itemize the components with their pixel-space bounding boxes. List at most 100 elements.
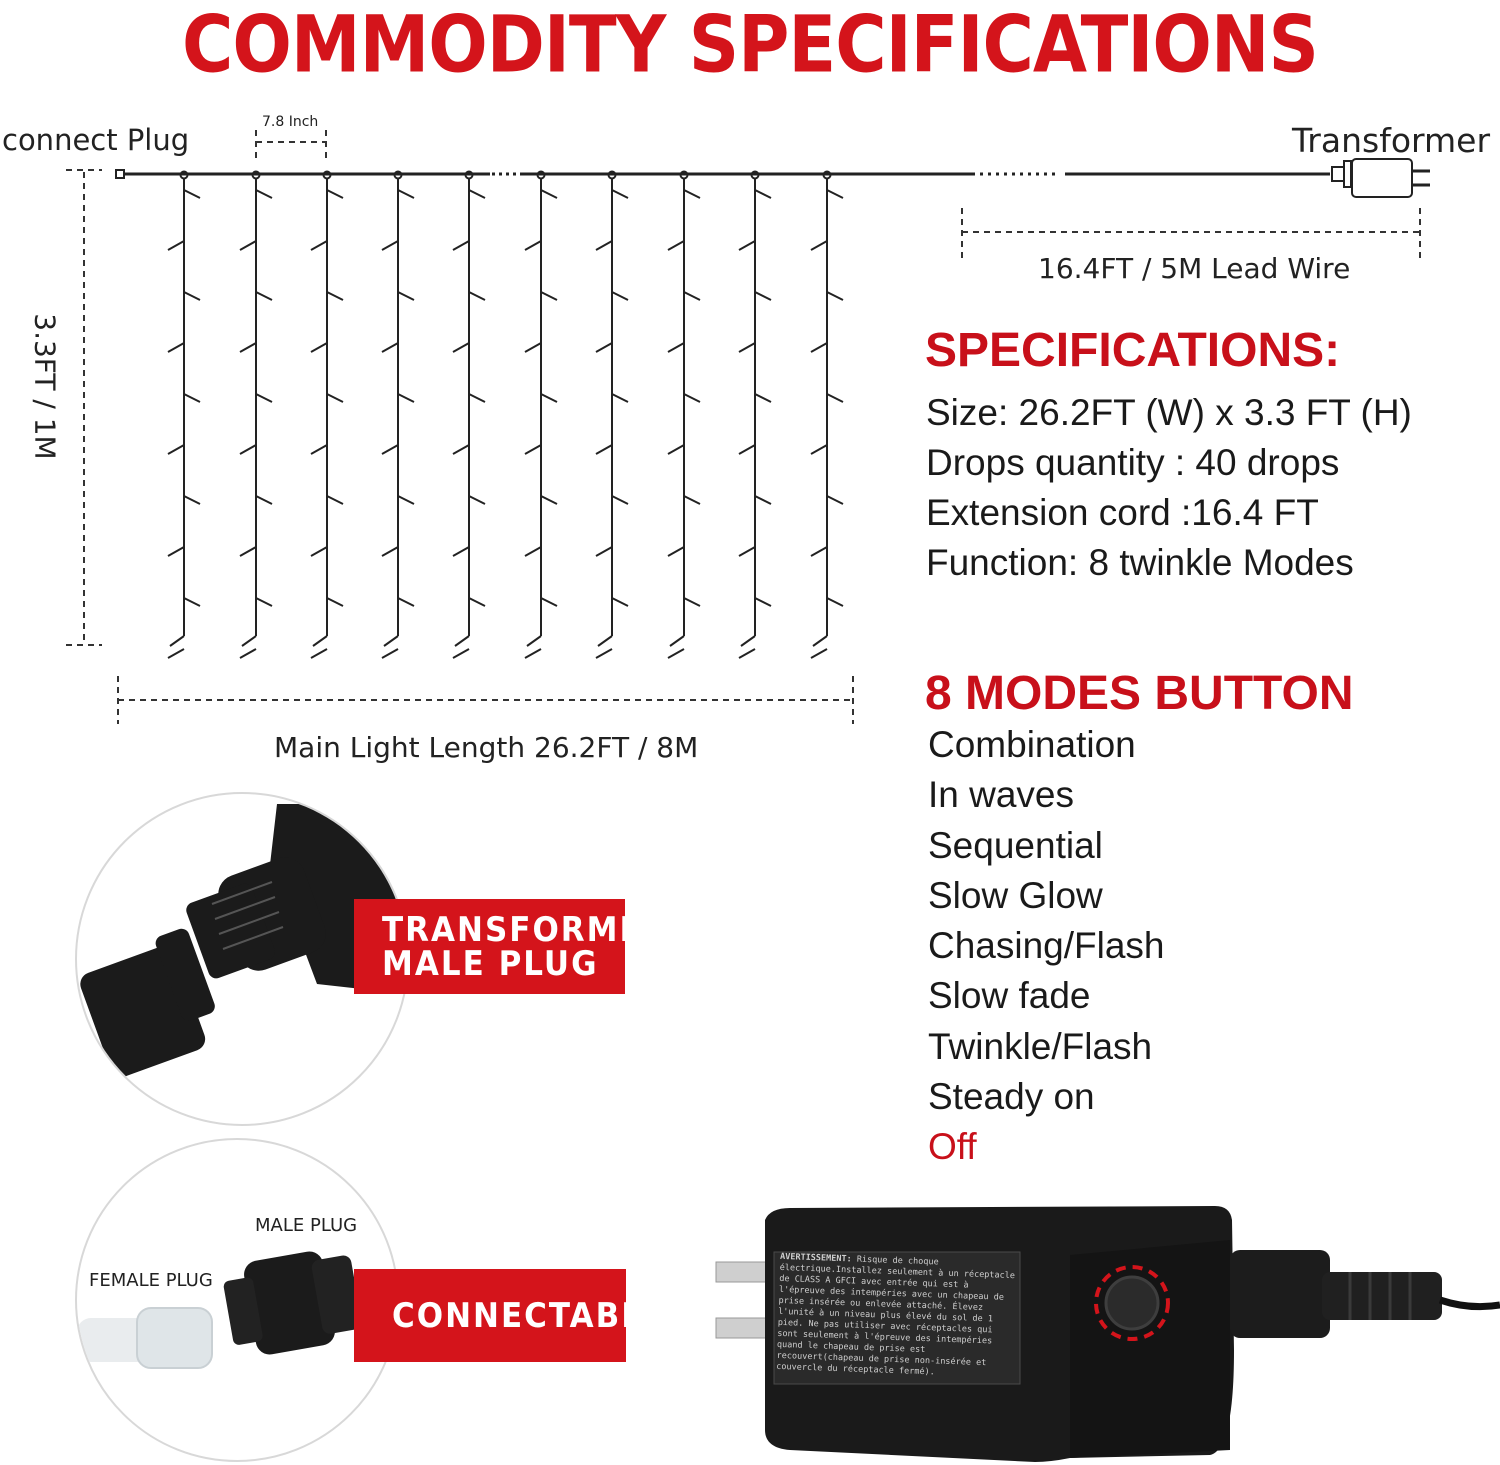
bulb-mark bbox=[683, 393, 701, 403]
bulb-mark bbox=[239, 240, 257, 251]
connectable-photo bbox=[75, 1138, 399, 1462]
bulb-mark bbox=[381, 342, 399, 353]
drop-end bbox=[454, 635, 470, 647]
bulb-mark bbox=[826, 291, 844, 301]
bulb-mark bbox=[397, 495, 415, 505]
mode-item-off: Off bbox=[928, 1126, 977, 1168]
bulb-mark bbox=[540, 495, 558, 505]
mode-item: Steady on bbox=[928, 1076, 1095, 1118]
drop-end bbox=[526, 635, 542, 647]
bulb-mark bbox=[540, 393, 558, 403]
bulb-mark bbox=[167, 546, 185, 557]
drop-end bbox=[812, 635, 828, 647]
bulb-mark bbox=[452, 648, 470, 659]
bulb-mark bbox=[381, 240, 399, 251]
bulb-mark bbox=[183, 495, 201, 505]
bulb-mark bbox=[524, 342, 542, 353]
mode-item: Chasing/Flash bbox=[928, 925, 1165, 967]
bulb-mark bbox=[397, 393, 415, 403]
modes-list: Combination In waves Sequential Slow Glo… bbox=[928, 720, 1165, 1173]
drop-end bbox=[669, 635, 685, 647]
bulb-mark bbox=[397, 189, 415, 199]
bulb-mark bbox=[810, 342, 828, 353]
bulb-mark bbox=[255, 189, 273, 199]
adapter-warning-body: Risque de choque électrique.Installez se… bbox=[776, 1254, 1016, 1378]
badge-line-1: TRANSFORMER bbox=[382, 909, 669, 950]
bulb-mark bbox=[468, 291, 486, 301]
bulb-mark bbox=[239, 444, 257, 455]
mode-item: Combination bbox=[928, 724, 1136, 765]
bulb-mark bbox=[540, 189, 558, 199]
bulb-mark bbox=[524, 444, 542, 455]
bulb-mark bbox=[167, 342, 185, 353]
bulb-mark bbox=[683, 495, 701, 505]
bulb-mark bbox=[683, 291, 701, 301]
bulb-mark bbox=[611, 597, 629, 607]
bulb-mark bbox=[738, 444, 756, 455]
bulb-mark bbox=[183, 189, 201, 199]
bulb-mark bbox=[683, 597, 701, 607]
bulb-mark bbox=[738, 546, 756, 557]
bulb-mark bbox=[754, 597, 772, 607]
spec-drops: Drops quantity : 40 drops bbox=[926, 442, 1340, 483]
bulb-mark bbox=[255, 291, 273, 301]
bulb-mark bbox=[397, 597, 415, 607]
bulb-mark bbox=[595, 444, 613, 455]
bulb-mark bbox=[452, 240, 470, 251]
power-adapter bbox=[715, 1206, 1500, 1462]
modes-heading: 8 MODES BUTTON bbox=[925, 667, 1354, 720]
bulb-mark bbox=[524, 546, 542, 557]
bulb-mark bbox=[667, 342, 685, 353]
bulb-mark bbox=[326, 597, 344, 607]
male-plug-label: MALE PLUG bbox=[255, 1215, 358, 1236]
bulb-mark bbox=[310, 240, 328, 251]
bulb-mark bbox=[826, 495, 844, 505]
bulb-mark bbox=[810, 444, 828, 455]
mode-item: Twinkle/Flash bbox=[928, 1025, 1153, 1067]
specifications-heading: SPECIFICATIONS: bbox=[925, 324, 1341, 377]
bulb-mark bbox=[310, 546, 328, 557]
bulb-mark bbox=[810, 546, 828, 557]
bulb-mark bbox=[239, 648, 257, 659]
bulb-mark bbox=[754, 495, 772, 505]
drop-end bbox=[383, 635, 399, 647]
bulb-mark bbox=[524, 240, 542, 251]
bulb-mark bbox=[611, 291, 629, 301]
adapter-warning-label: AVERTISSEMENT: Risque de choque électriq… bbox=[776, 1252, 1016, 1384]
bulb-mark bbox=[183, 393, 201, 403]
bulb-mark bbox=[667, 546, 685, 557]
connectable-text: CONNECTABLE bbox=[392, 1295, 667, 1336]
bulb-mark bbox=[611, 495, 629, 505]
bulb-mark bbox=[524, 648, 542, 659]
bulb-mark bbox=[595, 240, 613, 251]
bulb-mark bbox=[611, 189, 629, 199]
bulb-mark bbox=[468, 189, 486, 199]
bulb-mark bbox=[468, 393, 486, 403]
bulb-mark bbox=[381, 648, 399, 659]
bulb-mark bbox=[397, 291, 415, 301]
specifications-list: Size: 26.2FT (W) x 3.3 FT (H) Drops quan… bbox=[926, 388, 1412, 588]
badge-line-2: MALE PLUG bbox=[382, 943, 599, 984]
bulb-mark bbox=[310, 444, 328, 455]
mode-item: Slow Glow bbox=[928, 874, 1103, 916]
bulb-mark bbox=[255, 597, 273, 607]
bulb-mark bbox=[738, 648, 756, 659]
bulb-mark bbox=[667, 240, 685, 251]
bulb-mark bbox=[452, 342, 470, 353]
bulb-mark bbox=[738, 342, 756, 353]
bulb-mark bbox=[595, 546, 613, 557]
bulb-mark bbox=[310, 342, 328, 353]
connectable-badge: CONNECTABLE bbox=[354, 1269, 667, 1362]
bulb-mark bbox=[326, 291, 344, 301]
drop-end bbox=[597, 635, 613, 647]
drop-end bbox=[241, 635, 257, 647]
bulb-mark bbox=[595, 342, 613, 353]
bulb-mark bbox=[452, 444, 470, 455]
bulb-mark bbox=[468, 597, 486, 607]
mode-item: In waves bbox=[928, 774, 1075, 816]
bulb-mark bbox=[540, 597, 558, 607]
bulb-mark bbox=[738, 240, 756, 251]
mode-item: Slow fade bbox=[928, 975, 1091, 1017]
bulb-mark bbox=[667, 444, 685, 455]
mode-item: Sequential bbox=[928, 824, 1103, 866]
